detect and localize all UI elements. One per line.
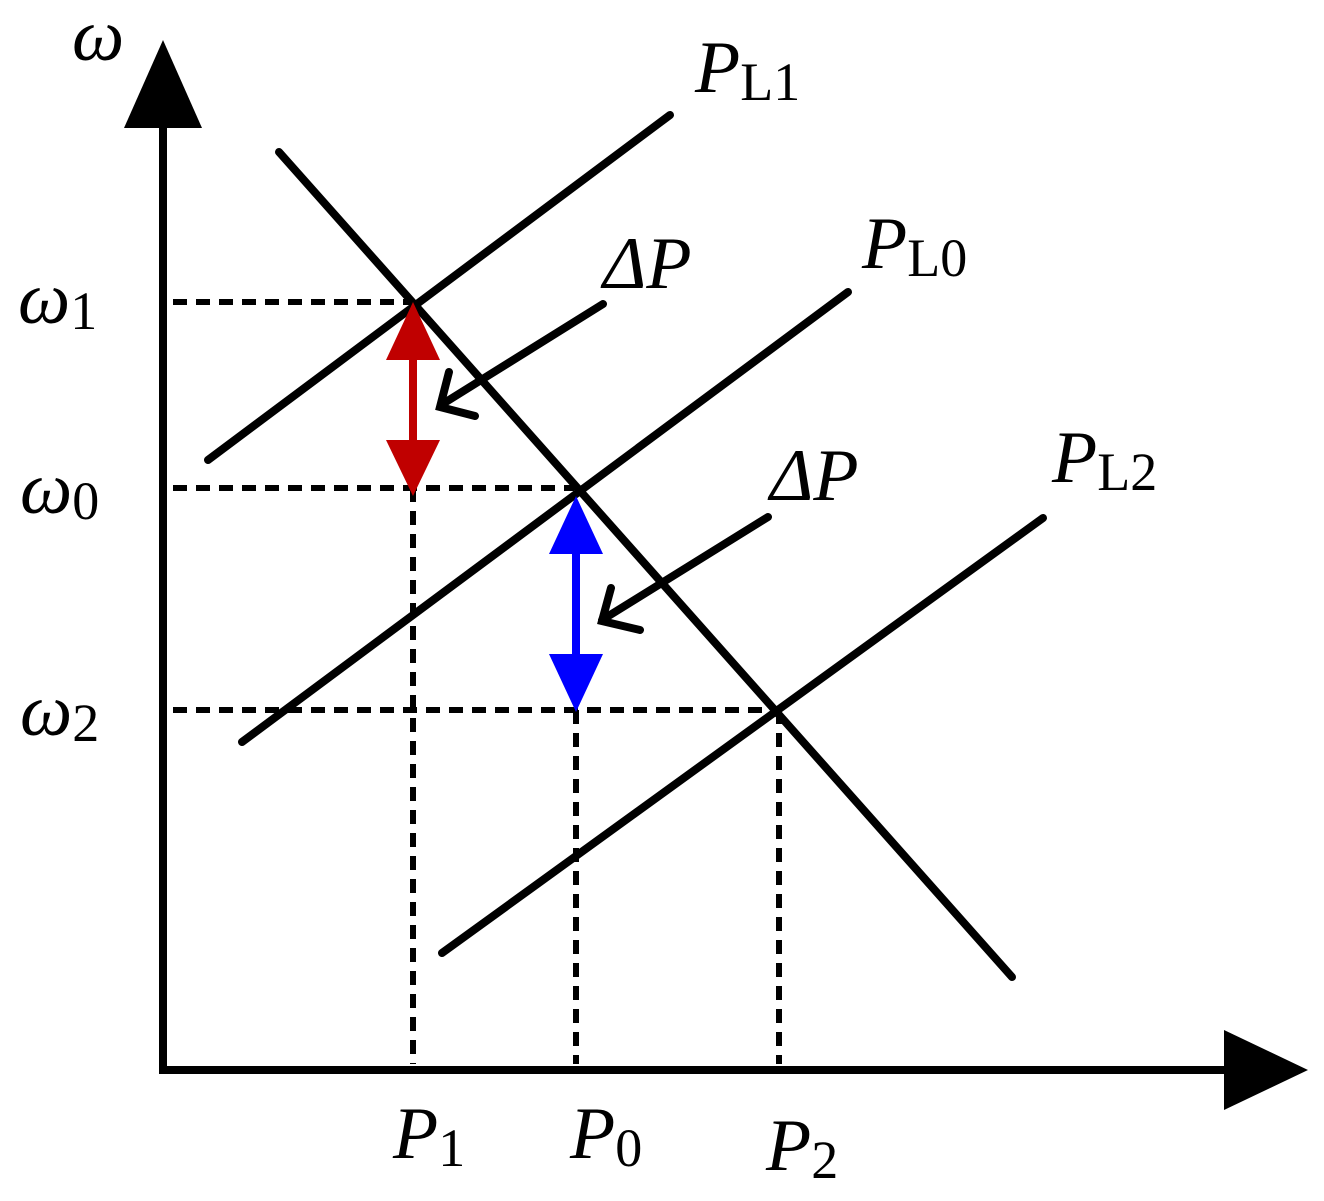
delta-p-lower-label: ΔP xyxy=(767,435,859,517)
y-axis-arrowhead xyxy=(124,40,202,128)
pl1-label: PL1 xyxy=(694,27,800,112)
delta-arrow-upper xyxy=(435,300,607,420)
droop-line xyxy=(275,148,1016,981)
p0-label: P0 xyxy=(569,1093,642,1178)
load-line-pl2 xyxy=(438,514,1047,957)
p2-label: P2 xyxy=(765,1105,838,1190)
p1-label: P1 xyxy=(392,1093,465,1178)
delta-arrow-lower xyxy=(597,513,772,634)
pl2-label: PL2 xyxy=(1051,417,1157,502)
load-line-pl1 xyxy=(204,111,674,464)
y-axis-label: ω xyxy=(72,0,124,77)
load-line-pl0 xyxy=(238,288,852,746)
delta-p-upper-label: ΔP xyxy=(600,223,692,305)
omega2-label: ω2 xyxy=(20,670,99,753)
pl0-label: PL0 xyxy=(861,203,967,288)
dashed-guides xyxy=(173,299,782,1064)
omega1-label: ω1 xyxy=(18,258,97,341)
x-axis-arrowhead xyxy=(1224,1030,1308,1110)
omega0-label: ω0 xyxy=(20,448,99,531)
red-double-arrow xyxy=(386,302,440,496)
blue-double-arrow xyxy=(549,496,603,712)
